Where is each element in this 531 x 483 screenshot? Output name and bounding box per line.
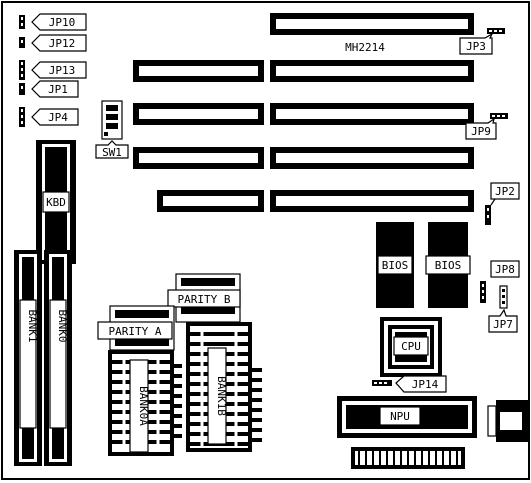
slot-row2-left (133, 60, 264, 82)
slot-row4-right (270, 147, 474, 169)
bank1b-dram-array (186, 322, 252, 452)
cpu-socket: CPU (380, 317, 442, 377)
parity-b-label: PARITY B (178, 293, 231, 306)
bios-chip-2: BIOS (425, 222, 471, 308)
jp10-jumper: JP10 (19, 13, 87, 31)
mh2214-label: MH2214 (345, 41, 385, 54)
jp1-label: JP1 (48, 83, 68, 96)
jp8-jumper: JP8 (480, 260, 520, 303)
npu-socket: NPU (337, 396, 477, 438)
jp14-jumper: JP14 (372, 375, 447, 393)
jp7-jumper: JP7 (488, 285, 518, 333)
jp9-jumper: JP9 (465, 113, 508, 140)
kbd-label: KBD (46, 196, 66, 209)
bottom-connector (351, 447, 465, 469)
bank1b-label: BANK1B (215, 376, 228, 416)
jp14-label: JP14 (412, 378, 439, 391)
parity-a-socket: PARITY A (97, 305, 175, 351)
jp8-label: JP8 (495, 263, 515, 276)
expansion-slots (133, 13, 474, 212)
slot-row2-right (270, 60, 474, 82)
slot-row3-right (270, 103, 474, 125)
jp12-label: JP12 (49, 37, 76, 50)
keyboard-connector (487, 400, 529, 442)
jp12-jumper: JP12 (19, 34, 87, 52)
jp10-label: JP10 (49, 16, 76, 29)
jp7-label: JP7 (493, 318, 513, 331)
slot-row3-left (133, 103, 264, 125)
jp3-jumper: JP3 (459, 28, 505, 55)
jp3-label: JP3 (466, 40, 486, 53)
bank1-socket (14, 250, 42, 466)
parity-b-socket: PARITY B (167, 273, 241, 323)
sw1-label: SW1 (102, 146, 122, 159)
jp13-jumper: JP13 (19, 60, 87, 80)
bank0a-label: BANK0A (137, 386, 150, 426)
kbd-chip: KBD (36, 140, 76, 264)
npu-label: NPU (390, 410, 410, 423)
bank0a-dram-array (108, 350, 174, 456)
jp4-jumper: JP4 (19, 107, 79, 127)
jp4-label: JP4 (48, 111, 68, 124)
bios-label-1: BIOS (382, 259, 409, 272)
slot-row5-right (270, 190, 474, 212)
bank1b-pin-rows (174, 364, 262, 442)
jp2-jumper: JP2 (485, 182, 520, 225)
jp1-jumper: JP1 (19, 80, 79, 98)
bios-label-2: BIOS (435, 259, 462, 272)
jp13-label: JP13 (49, 64, 76, 77)
bank1-label: BANK1 (26, 309, 39, 342)
bios-chip-1: BIOS (376, 222, 414, 308)
jp9-label: JP9 (471, 125, 491, 138)
jp2-label: JP2 (495, 185, 515, 198)
slot-top (270, 13, 474, 35)
slot-row4-left (133, 147, 264, 169)
bank0-label: BANK0 (56, 309, 69, 342)
cpu-label: CPU (401, 340, 421, 353)
slot-row5-left (157, 190, 264, 212)
sw1-switch: SW1 (95, 100, 129, 159)
bank0-socket (44, 250, 72, 466)
parity-a-label: PARITY A (109, 325, 162, 338)
